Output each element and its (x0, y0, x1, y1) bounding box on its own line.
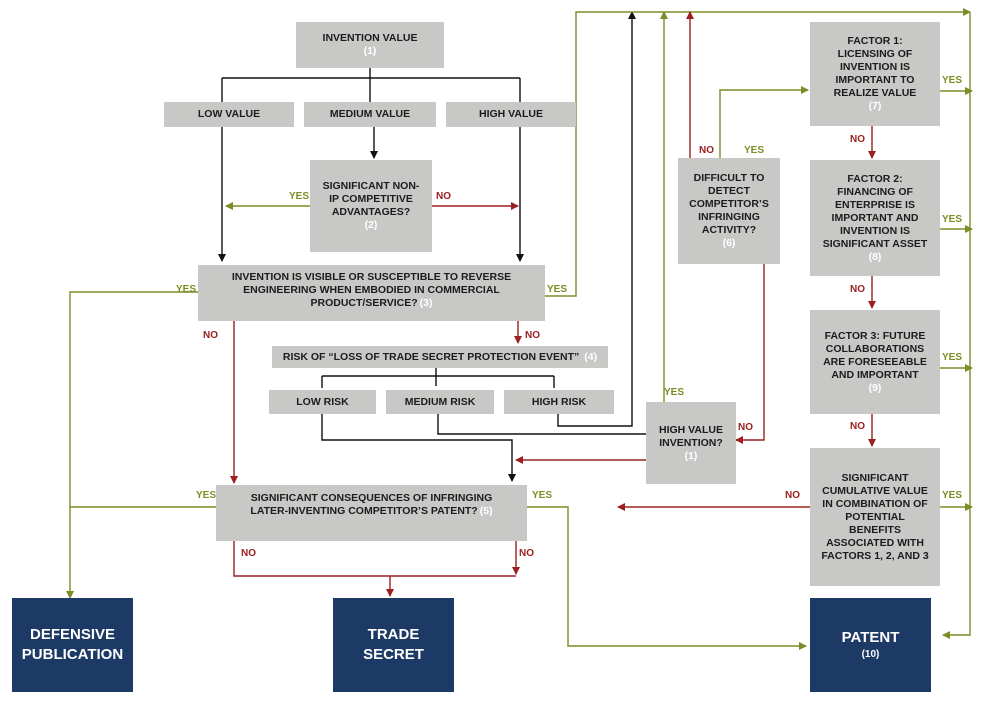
invention-value-number: (1) (363, 45, 377, 57)
yes-label-cumulative: YES (942, 490, 963, 501)
patent-outcome: PATENT (10) (810, 598, 931, 692)
yes-label-non-ip: YES (289, 191, 310, 202)
difficult-to-detect-number: (6) (722, 237, 736, 249)
no-label-difficult: NO (699, 145, 714, 156)
no-label-visible-left: NO (203, 330, 218, 341)
visible-reverse-engineering-box: INVENTION IS VISIBLE OR SUSCEPTIBLE TO R… (198, 265, 545, 321)
yes-label-consequences-left: YES (196, 490, 217, 501)
trade-secret-outcome: TRADE SECRET (333, 598, 454, 692)
low-risk-text: LOW RISK (296, 395, 349, 408)
yes-connectors (66, 8, 973, 650)
non-ip-advantages-text: SIGNIFICANT NON-IP COMPETITIVE ADVANTAGE… (322, 180, 420, 218)
no-label-high-value-invention: NO (738, 422, 753, 433)
factor1-text: FACTOR 1: LICENSING OF INVENTION IS IMPO… (833, 35, 917, 99)
medium-risk-text: MEDIUM RISK (404, 395, 476, 408)
invention-value-text: INVENTION VALUE (322, 32, 418, 44)
no-label-consequences-left: NO (241, 548, 256, 559)
non-ip-advantages-box: SIGNIFICANT NON-IP COMPETITIVE ADVANTAGE… (310, 160, 432, 252)
no-label-factor1: NO (850, 134, 865, 145)
risk-number: (4) (584, 350, 598, 363)
cumulative-value-box: SIGNIFICANT CUMULATIVE VALUE IN COMBINAT… (810, 448, 940, 586)
no-label-factor2: NO (850, 284, 865, 295)
yes-label-high-value-invention: YES (664, 387, 685, 398)
no-connectors (230, 11, 876, 597)
high-risk-text: HIGH RISK (531, 395, 587, 408)
yes-label-visible-right: YES (547, 284, 568, 295)
no-label-factor3: NO (850, 421, 865, 432)
factor2-box: FACTOR 2: FINANCING OF ENTERPRISE IS IMP… (810, 160, 940, 276)
low-risk-box: LOW RISK (269, 390, 376, 414)
factor2-text: FACTOR 2: FINANCING OF ENTERPRISE IS IMP… (822, 172, 928, 250)
yes-label-visible-left: YES (176, 284, 197, 295)
infringing-consequences-number: (5) (479, 505, 493, 517)
low-value-text: LOW VALUE (197, 108, 261, 120)
no-label-non-ip: NO (436, 191, 451, 202)
high-value-box: HIGH VALUE (446, 102, 576, 127)
medium-value-box: MEDIUM VALUE (304, 102, 436, 127)
no-label-cumulative: NO (785, 490, 800, 501)
visible-reverse-engineering-number: (3) (419, 297, 433, 309)
factor1-box: FACTOR 1: LICENSING OF INVENTION IS IMPO… (810, 22, 940, 126)
factor2-number: (8) (868, 250, 882, 263)
yes-label-difficult: YES (744, 145, 765, 156)
medium-risk-box: MEDIUM RISK (386, 390, 494, 414)
infringing-consequences-text: SIGNIFICANT CONSEQUENCES OF INFRINGING L… (250, 492, 493, 517)
defensive-publication-text: DEFENSIVE PUBLICATION (21, 626, 124, 663)
value-tier-connectors (218, 11, 646, 482)
cumulative-value-text: SIGNIFICANT CUMULATIVE VALUE IN COMBINAT… (821, 471, 929, 562)
low-value-box: LOW VALUE (164, 102, 294, 127)
factor3-text: FACTOR 3: FUTURE COLLABORATIONS ARE FORE… (823, 329, 927, 381)
risk-box: RISK OF “LOSS OF TRADE SECRET PROTECTION… (272, 346, 608, 368)
infringing-consequences-box: SIGNIFICANT CONSEQUENCES OF INFRINGING L… (216, 485, 527, 541)
defensive-publication-outcome: DEFENSIVE PUBLICATION (12, 598, 133, 692)
high-value-invention-number: (1) (684, 449, 698, 462)
yes-label-factor1: YES (942, 75, 963, 86)
invention-value-box: INVENTION VALUE (1) (296, 22, 444, 68)
high-value-invention-box: HIGH VALUE INVENTION? (1) (646, 402, 736, 484)
patent-number: (10) (861, 649, 880, 660)
factor3-box: FACTOR 3: FUTURE COLLABORATIONS ARE FORE… (810, 310, 940, 414)
difficult-to-detect-box: DIFFICULT TO DETECT COMPETITOR’S INFRING… (678, 158, 780, 264)
medium-value-text: MEDIUM VALUE (329, 108, 411, 120)
no-label-consequences-right: NO (519, 548, 534, 559)
non-ip-advantages-number: (2) (364, 219, 378, 231)
factor3-number: (9) (868, 381, 882, 394)
no-label-visible-right: NO (525, 330, 540, 341)
yes-label-consequences-right: YES (532, 490, 553, 501)
high-value-text: HIGH VALUE (479, 108, 543, 120)
yes-label-factor2: YES (942, 214, 963, 225)
trade-secret-text: TRADE SECRET (363, 626, 424, 663)
difficult-to-detect-text: DIFFICULT TO DETECT COMPETITOR’S INFRING… (689, 172, 769, 236)
yes-label-factor3: YES (942, 352, 963, 363)
high-value-invention-text: HIGH VALUE INVENTION? (659, 423, 723, 449)
visible-reverse-engineering-text: INVENTION IS VISIBLE OR SUSCEPTIBLE TO R… (231, 271, 512, 309)
risk-text: RISK OF “LOSS OF TRADE SECRET PROTECTION… (282, 350, 580, 363)
high-risk-box: HIGH RISK (504, 390, 614, 414)
patent-text: PATENT (841, 629, 900, 646)
factor1-number: (7) (868, 100, 882, 112)
